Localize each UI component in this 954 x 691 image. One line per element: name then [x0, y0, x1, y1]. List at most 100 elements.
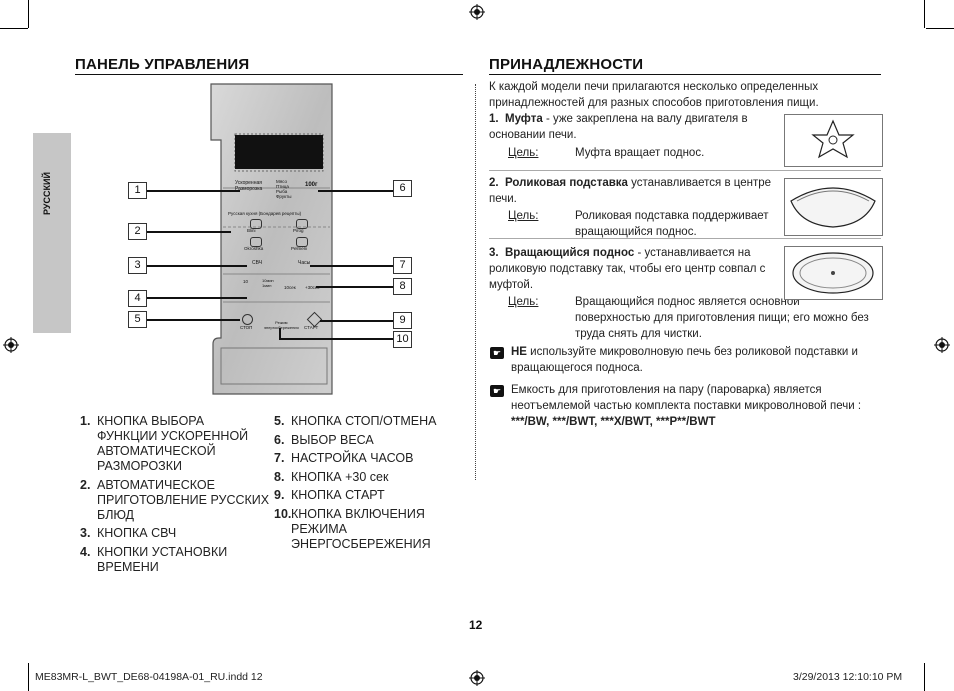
legend-text: НАСТРОЙКА ЧАСОВ — [291, 451, 414, 465]
legend-text: КНОПКА +30 сек — [291, 469, 389, 484]
callout-line — [147, 231, 231, 233]
callout-2: 2 — [128, 223, 147, 240]
item-number: 1. — [489, 113, 499, 125]
goal-label: Цель: — [508, 147, 539, 159]
weight-readout[interactable]: 100г — [305, 182, 318, 188]
stop-icon — [242, 314, 253, 325]
legend-item: 6. ВЫБОР ВЕСА — [274, 433, 464, 448]
coupler-figure — [784, 114, 883, 167]
callout-6: 6 — [393, 180, 412, 197]
start-button[interactable]: СТАРТ — [304, 325, 319, 330]
legend-text: КНОПКИ УСТАНОВКИ ВРЕМЕНИ — [97, 544, 228, 574]
callout-line — [279, 338, 393, 340]
registration-mark-icon — [469, 670, 485, 686]
page-number: 12 — [469, 618, 483, 632]
dish-2-button[interactable]: Pirog — [293, 228, 304, 233]
turntable-icon — [792, 252, 874, 294]
callout-4: 4 — [128, 290, 147, 307]
legend-number: 3. — [80, 526, 91, 540]
plus-30-sec-button[interactable]: +30сек — [305, 285, 320, 290]
item-name: Вращающийся поднос — [504, 247, 635, 259]
registration-mark-icon — [3, 337, 19, 353]
item-desc: - устанавливается на роликовую подставку… — [489, 247, 766, 291]
turntable-figure — [784, 246, 883, 300]
goal-text: Роликовая подставка поддерживает вращающ… — [575, 210, 769, 238]
accessory-item-3: 3. Вращающийся поднос - устанавливается … — [489, 245, 774, 293]
time-button-10sec[interactable]: 10сек — [284, 285, 296, 290]
callout-3: 3 — [128, 257, 147, 274]
legend-item: 10.КНОПКА ВКЛЮЧЕНИЯ РЕЖИМА ЭНЕРГОСБЕРЕЖЕ… — [274, 507, 464, 552]
clock-button[interactable]: Часы — [298, 260, 311, 266]
item-number: 2. — [489, 177, 499, 189]
item-name: Роликовая подставка — [504, 177, 628, 189]
legend-text: ВЫБОР ВЕСА — [291, 432, 374, 447]
coupler-icon — [811, 119, 855, 159]
callout-9: 9 — [393, 312, 412, 329]
note-2: Емкость для приготовления на пару (паров… — [511, 382, 881, 430]
callout-7: 7 — [393, 257, 412, 274]
legend-item: 4. КНОПКИ УСТАНОВКИ ВРЕМЕНИ — [80, 545, 270, 575]
legend-number: 1. — [80, 414, 91, 428]
control-panel-title: ПАНЕЛЬ УПРАВЛЕНИЯ — [75, 56, 250, 73]
time-button-10[interactable]: 10 — [243, 279, 249, 284]
time-button-min[interactable]: 10мин 1мин — [262, 278, 274, 288]
legend-text: КНОПКА СВЧ — [97, 526, 177, 540]
auto-defrost-button-label[interactable]: Ускоренная Разморозка — [235, 180, 263, 192]
crop-mark — [28, 0, 29, 28]
legend-text: КНОПКА СТАРТ — [291, 488, 385, 502]
legend-text: КНОПКА ВЫБОРА ФУНКЦИИ УСКОРЕННОЙ АВТОМАТ… — [97, 414, 249, 473]
language-side-tab-label: РУССКИЙ — [42, 172, 52, 215]
item-separator — [489, 238, 881, 239]
registration-mark-icon — [934, 337, 950, 353]
legend-number: 8. — [274, 469, 285, 484]
dish-1-button[interactable]: Blini — [247, 228, 256, 233]
callout-line — [320, 320, 393, 322]
registration-mark-icon — [469, 4, 485, 20]
note-2-text: Емкость для приготовления на пару (паров… — [511, 384, 862, 412]
stop-button[interactable]: СТОП — [240, 325, 253, 330]
dish-icon — [250, 237, 262, 247]
callout-10: 10 — [393, 331, 412, 348]
microwave-button[interactable]: СВЧ — [252, 260, 263, 266]
note-hand-icon: ☛ — [490, 385, 504, 397]
accessory-item-2: 2. Роликовая подставка устанавливается в… — [489, 175, 774, 207]
item-name: Муфта — [504, 113, 543, 125]
legend-item: 3. КНОПКА СВЧ — [80, 526, 270, 541]
callout-line — [147, 265, 247, 267]
roller-ring-figure — [784, 178, 883, 236]
item-desc: устанавливается в центре печи. — [489, 177, 772, 205]
dish-4-button[interactable]: Pelmeni — [291, 246, 308, 251]
accessories-intro: К каждой модели печи прилагаются несколь… — [489, 81, 819, 109]
legend-text: КНОПКА ВКЛЮЧЕНИЯ РЕЖИМА ЭНЕРГОСБЕРЕЖЕНИЯ — [291, 506, 431, 551]
legend-number: 10. — [274, 506, 292, 521]
dish-icon — [296, 219, 308, 229]
callout-line — [310, 265, 393, 267]
display-screen — [235, 135, 323, 169]
note-2-models: ***/BW, ***/BWT, ***X/BWT, ***P**/BWT — [511, 416, 716, 428]
item-desc: - уже закреплена на валу двигателя в осн… — [489, 113, 748, 141]
callout-line — [147, 190, 240, 192]
note-1-text: используйте микроволновую печь без ролик… — [511, 346, 858, 374]
russian-dishes-label: Русская кухня (Бондарев рецепты) — [228, 211, 302, 216]
callout-line — [279, 328, 281, 339]
column-divider — [475, 84, 477, 480]
note-hand-icon: ☛ — [490, 347, 504, 359]
legend-number: 6. — [274, 432, 285, 447]
eco-mode-button[interactable]: Режим энергосбережения — [264, 320, 299, 330]
dish-icon — [296, 237, 308, 247]
legend-item: 7. НАСТРОЙКА ЧАСОВ — [274, 451, 464, 466]
legend-number: 4. — [80, 544, 91, 559]
legend-text: КНОПКА СТОП/ОТМЕНА — [291, 414, 437, 428]
accessory-item-1: 1. Муфта - уже закреплена на валу двигат… — [489, 111, 769, 143]
dish-3-button[interactable]: Okroshka — [244, 246, 264, 251]
callout-8: 8 — [393, 278, 412, 295]
legend-item: 2.АВТОМАТИЧЕСКОЕ ПРИГОТОВЛЕНИЕ РУССКИХ Б… — [80, 478, 270, 523]
control-panel-illustration — [209, 82, 334, 396]
callout-line — [147, 297, 247, 299]
legend-number: 7. — [274, 451, 285, 465]
goal-label: Цель: — [508, 210, 539, 222]
crop-mark — [0, 28, 28, 29]
legend-number: 2. — [80, 477, 91, 492]
callout-line — [316, 286, 393, 288]
legend-item: 1. КНОПКА ВЫБОРА ФУНКЦИИ УСКОРЕННОЙ АВТОМ… — [80, 414, 270, 474]
